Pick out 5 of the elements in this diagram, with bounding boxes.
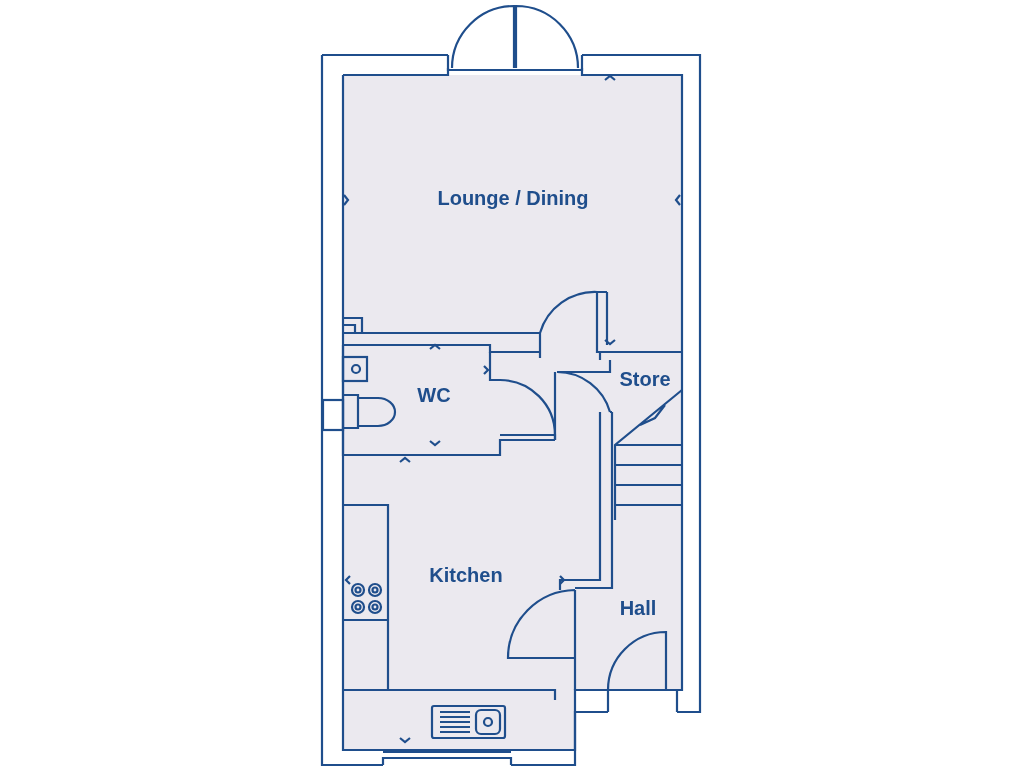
room-label: Hall xyxy=(619,596,657,620)
room-label: Kitchen xyxy=(429,563,503,587)
room-label: Store xyxy=(619,367,671,391)
room-label: WC xyxy=(417,383,451,407)
room-label: Lounge / Dining xyxy=(437,186,589,210)
